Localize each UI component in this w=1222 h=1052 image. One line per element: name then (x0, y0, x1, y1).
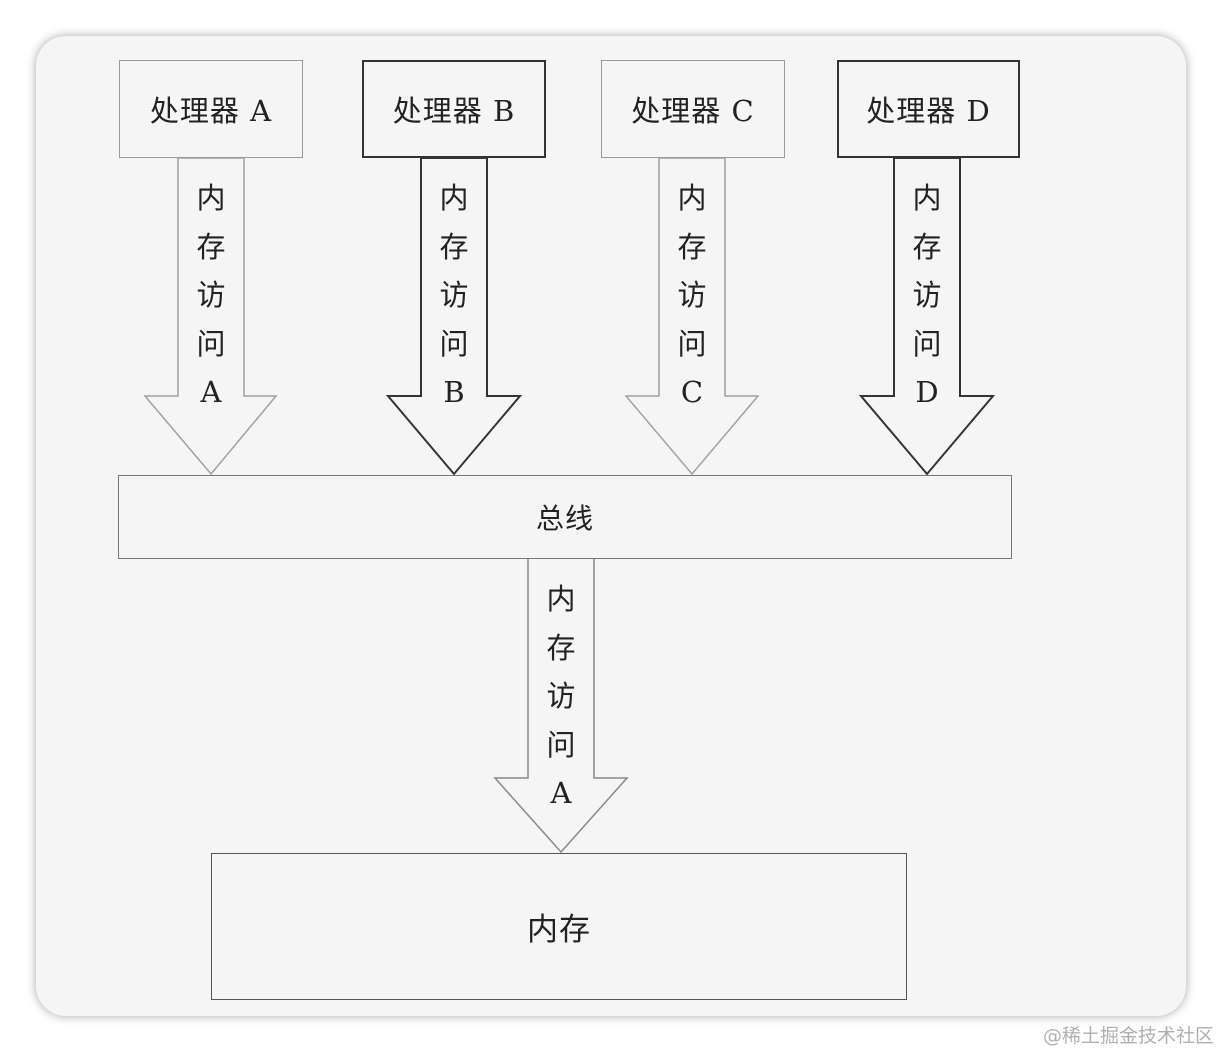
processor-a-box: 处理器 A (119, 60, 303, 158)
bus-box: 总线 (118, 475, 1012, 559)
memory-label: 内存 (527, 912, 591, 948)
processor-d-box: 处理器 D (837, 60, 1020, 158)
processor-d-label: 处理器 D (866, 94, 991, 128)
memory-box: 内存 (211, 853, 907, 1000)
processor-b-box: 处理器 B (362, 60, 546, 158)
processor-c-box: 处理器 C (601, 60, 785, 158)
processor-c-label: 处理器 C (631, 94, 755, 128)
processor-b-label: 处理器 B (392, 94, 516, 128)
arrow-b-label: 内 存 访 问 B (439, 181, 469, 409)
arrow-c-label: 内 存 访 问 C (677, 181, 707, 409)
bus-arrow-label: 内 存 访 问 A (546, 582, 576, 810)
watermark: @稀土掘金技术社区 (1042, 1025, 1214, 1047)
arrow-d-label: 内 存 访 问 D (912, 181, 942, 409)
processor-a-label: 处理器 A (149, 94, 273, 128)
bus-label: 总线 (535, 502, 594, 535)
arrow-a-label: 内 存 访 问 A (196, 181, 226, 409)
